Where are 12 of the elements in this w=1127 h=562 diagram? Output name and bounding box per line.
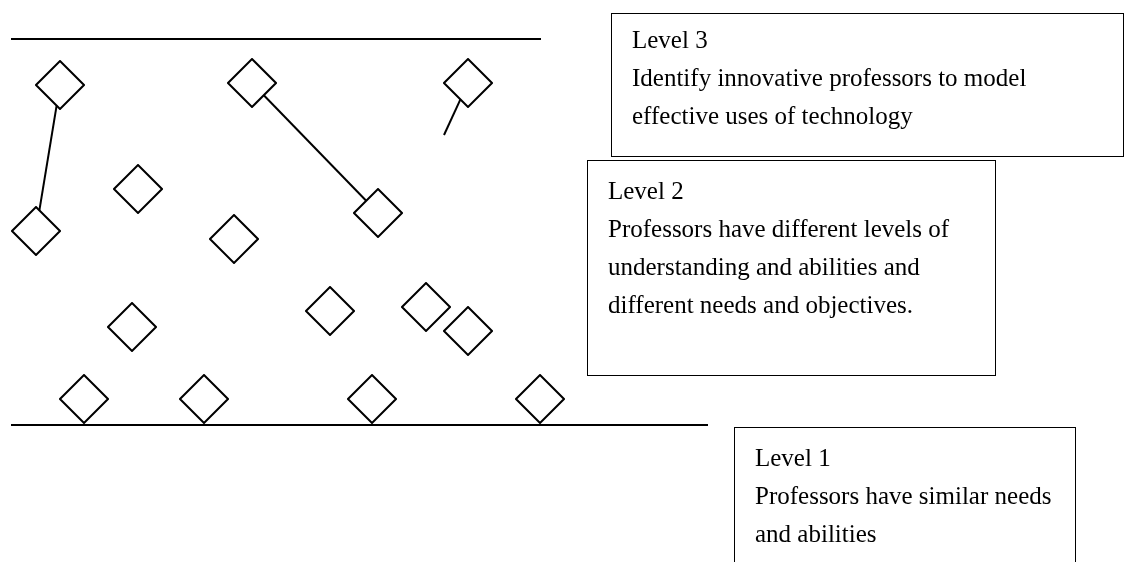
level-heading: Level 3 — [632, 25, 709, 55]
level-description: Identify innovative professors to model effective uses of technology — [632, 63, 1028, 131]
level-description: Professors have similar needs and abilities — [755, 481, 1053, 549]
level-description: Professors have different levels of understanding and abilities and different needs and objectives. — [608, 214, 951, 320]
level-box — [611, 13, 1124, 157]
connector-line — [38, 104, 58, 212]
level-heading: Level 1 — [755, 443, 832, 473]
level-box — [734, 427, 1076, 562]
connector-line — [262, 94, 368, 202]
level-heading: Level 2 — [608, 176, 685, 206]
level-box — [587, 160, 996, 376]
connector-line — [443, 98, 462, 136]
